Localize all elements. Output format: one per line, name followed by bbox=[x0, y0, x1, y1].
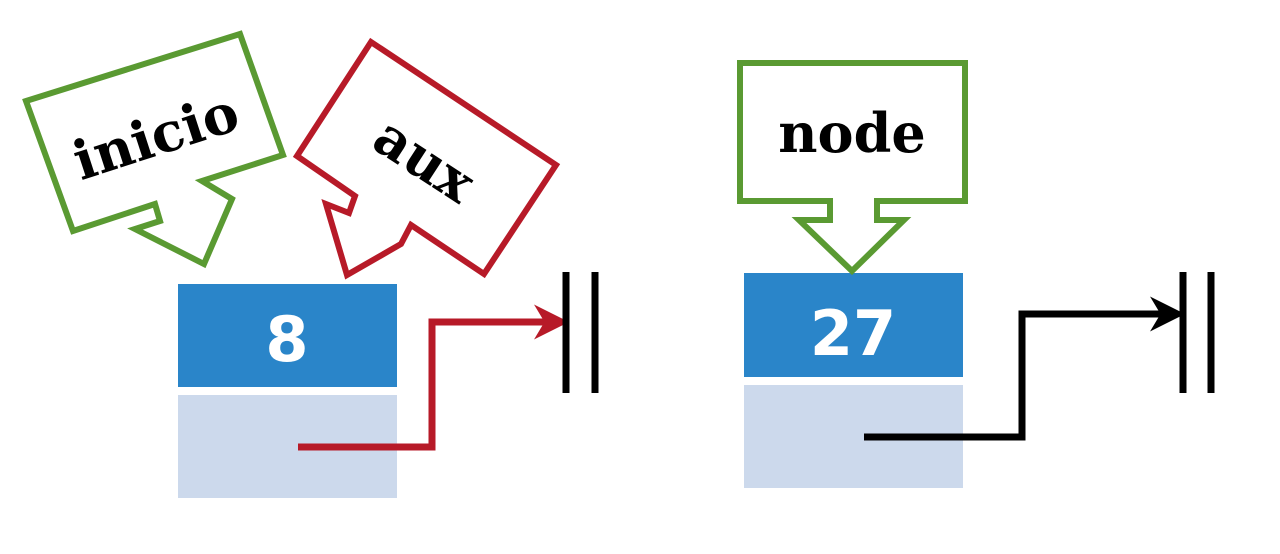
inicio-callout-shape bbox=[22, 30, 287, 269]
aux-callout-shape bbox=[292, 37, 561, 280]
null-symbol-2 bbox=[1179, 272, 1215, 393]
node-1-data-cell bbox=[178, 284, 397, 387]
aux-pointer-callout: aux bbox=[292, 37, 561, 280]
node-callout-shape bbox=[737, 60, 968, 276]
node-2-next-pointer bbox=[864, 296, 1185, 441]
inicio-pointer-callout: inicio bbox=[22, 30, 287, 269]
list-node-2: 27 bbox=[744, 273, 963, 488]
node-label: node bbox=[778, 101, 925, 165]
node-1-next-pointer bbox=[298, 304, 569, 451]
node-pointer-callout: node bbox=[737, 60, 968, 276]
node-2-value: 27 bbox=[810, 297, 896, 370]
null-symbol-1 bbox=[562, 272, 599, 393]
list-node-1: 8 bbox=[178, 284, 397, 498]
node-2-data-cell bbox=[744, 273, 963, 377]
node-1-value: 8 bbox=[265, 303, 308, 376]
